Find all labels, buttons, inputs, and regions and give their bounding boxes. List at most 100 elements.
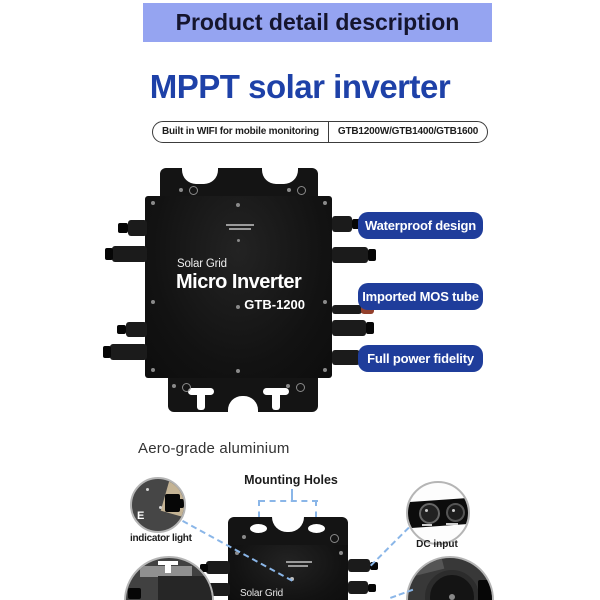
mounting-slot <box>197 390 205 410</box>
mounting-hole <box>262 168 298 184</box>
dashed-callout-line <box>315 500 317 529</box>
antenna-stem <box>332 305 362 314</box>
dashed-callout-line <box>259 500 318 502</box>
screw-icon <box>236 369 240 373</box>
screw-icon <box>297 186 306 195</box>
bottom-device-body <box>228 545 348 600</box>
connector-pin <box>452 509 455 512</box>
screw-icon <box>287 188 291 192</box>
led-dot <box>146 488 149 491</box>
spec-print-line <box>288 565 308 567</box>
connector <box>208 583 230 596</box>
connector <box>348 581 368 594</box>
connector <box>112 246 147 262</box>
connector <box>332 216 352 232</box>
spec-print-line <box>446 523 458 525</box>
connector <box>206 561 230 574</box>
connector <box>105 248 113 260</box>
header-banner: Product detail description <box>143 3 492 42</box>
plate-notch <box>228 396 258 412</box>
dashed-callout-line <box>258 500 260 529</box>
dc-connector-icon <box>419 503 440 524</box>
device-name-label: Micro Inverter <box>176 271 302 293</box>
screw-icon <box>330 534 339 543</box>
screw-icon <box>236 305 240 309</box>
connector <box>200 564 208 572</box>
detail-circle-right-bottom <box>406 556 494 600</box>
connector-pin <box>425 509 428 512</box>
led-dot <box>290 577 294 581</box>
connector <box>126 322 147 337</box>
spec-print-line <box>229 228 251 230</box>
dc-connector-icon <box>446 503 465 522</box>
screw-icon <box>296 383 305 392</box>
screw-icon <box>286 384 290 388</box>
connector <box>352 219 362 229</box>
badge-group: Built in WIFI for mobile monitoring GTB1… <box>152 121 489 143</box>
feature-pill-waterproof: Waterproof design <box>358 212 483 239</box>
mounting-slot <box>272 390 280 410</box>
screw-icon <box>151 368 155 372</box>
dc-input-label: DC input <box>416 539 458 550</box>
screw-icon <box>182 383 191 392</box>
inverter-body <box>145 196 332 378</box>
connector <box>368 249 376 261</box>
screw-icon <box>449 594 455 600</box>
mounting-holes-label: Mounting Holes <box>244 473 338 487</box>
screw-icon <box>323 300 327 304</box>
device-brand-label: Solar Grid <box>177 258 227 270</box>
section-heading: Aero-grade aluminium <box>138 440 290 457</box>
screw-icon <box>179 188 183 192</box>
page-title: MPPT solar inverter <box>149 68 451 105</box>
connector <box>165 494 180 512</box>
marking-letter: E <box>137 510 145 522</box>
detail-circle-dc-input <box>406 481 470 545</box>
mounting-hole <box>182 168 218 184</box>
header-banner-title: Product detail description <box>175 9 460 35</box>
connector <box>366 322 374 334</box>
screw-icon <box>189 186 198 195</box>
connector <box>370 562 378 570</box>
connector <box>128 588 141 599</box>
led-dot <box>159 506 162 509</box>
mounting-hole <box>308 524 325 533</box>
spec-print-line <box>286 561 312 563</box>
device-model-label: GTB-1200 <box>244 297 305 312</box>
connector <box>118 223 128 233</box>
badge-models: GTB1200W/GTB1400/GTB1600 <box>327 122 487 142</box>
indicator-light-label: indicator light <box>130 533 192 544</box>
screw-icon <box>151 300 155 304</box>
mounting-slot <box>165 561 171 573</box>
dashed-callout-line <box>291 489 293 500</box>
dashed-callout-line <box>370 526 410 567</box>
screw-icon <box>236 203 240 207</box>
screw-icon <box>151 201 155 205</box>
screw-icon <box>235 551 239 555</box>
connector <box>177 499 184 508</box>
screw-icon <box>172 384 176 388</box>
feature-pill-power: Full power fidelity <box>358 345 483 372</box>
connector <box>368 584 376 592</box>
led-dot <box>237 239 240 242</box>
detail-circle-left-bottom <box>124 556 214 600</box>
spec-print-line <box>226 224 254 226</box>
plate-notch <box>272 517 304 532</box>
connector <box>332 350 360 365</box>
connector <box>478 580 492 600</box>
feature-pill-mos: Imported MOS tube <box>358 283 483 310</box>
connector <box>332 320 366 336</box>
connector <box>117 325 126 334</box>
bottom-device-brand-label: Solar Grid <box>240 588 284 599</box>
connector <box>128 220 147 236</box>
badge-wifi: Built in WIFI for mobile monitoring <box>162 126 319 137</box>
connector <box>332 247 368 263</box>
screw-icon <box>339 551 343 555</box>
spec-print-line <box>422 524 432 526</box>
detail-photo-fragment <box>158 576 212 600</box>
screw-icon <box>323 201 327 205</box>
screw-icon <box>242 535 246 539</box>
detail-circle-indicator: E <box>130 477 186 533</box>
screw-icon <box>323 368 327 372</box>
mounting-hole <box>250 524 267 533</box>
